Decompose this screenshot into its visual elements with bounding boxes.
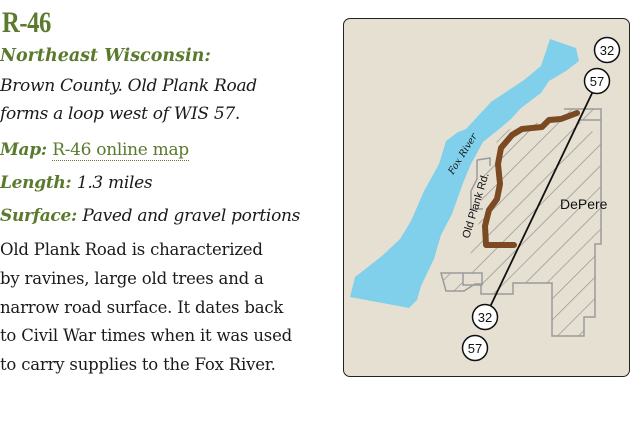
surface-value: Paved and gravel portions bbox=[82, 206, 301, 226]
map-row: Map: R-46 online map bbox=[0, 140, 189, 161]
highway-57-32 bbox=[489, 86, 596, 308]
description-line-4: to Civil War times when it was used bbox=[0, 326, 292, 345]
old-plank-road-route bbox=[482, 110, 580, 248]
description-line-1: Old Plank Road is characterized bbox=[0, 240, 263, 259]
shield-32-north: 32 bbox=[593, 36, 621, 64]
svg-text:57: 57 bbox=[590, 74, 604, 89]
location-line-1: Brown County. Old Plank Road bbox=[0, 76, 257, 96]
description-line-3: narrow road surface. It dates back bbox=[0, 298, 284, 317]
surface-row: Surface: Paved and gravel portions bbox=[0, 206, 300, 226]
online-map-link[interactable]: R-46 online map bbox=[52, 140, 189, 161]
length-value: 1.3 miles bbox=[76, 173, 153, 193]
surface-label: Surface: bbox=[0, 206, 77, 226]
shield-57-south: 57 bbox=[461, 334, 489, 362]
location-line-2: forms a loop west of WIS 57. bbox=[0, 104, 241, 124]
svg-text:32: 32 bbox=[600, 43, 614, 58]
map-label: Map: bbox=[0, 140, 47, 160]
svg-text:32: 32 bbox=[478, 310, 492, 325]
shield-57-north: 57 bbox=[583, 67, 611, 95]
region-label: Northeast Wisconsin: bbox=[0, 46, 211, 66]
length-row: Length: 1.3 miles bbox=[0, 173, 153, 193]
length-label: Length: bbox=[0, 173, 72, 193]
shield-32-south: 32 bbox=[471, 303, 499, 331]
route-map: Fox River Old Plank Rd. DePere 32 57 32 … bbox=[343, 18, 630, 377]
map-canvas: Fox River Old Plank Rd. DePere 32 57 32 … bbox=[350, 36, 621, 362]
depere-label: DePere bbox=[560, 196, 608, 212]
description-line-2: by ravines, large old trees and a bbox=[0, 269, 264, 288]
description-line-5: to carry supplies to the Fox River. bbox=[0, 355, 276, 374]
route-title: R-46 bbox=[2, 6, 51, 39]
svg-text:57: 57 bbox=[468, 341, 482, 356]
fox-river bbox=[350, 39, 579, 308]
